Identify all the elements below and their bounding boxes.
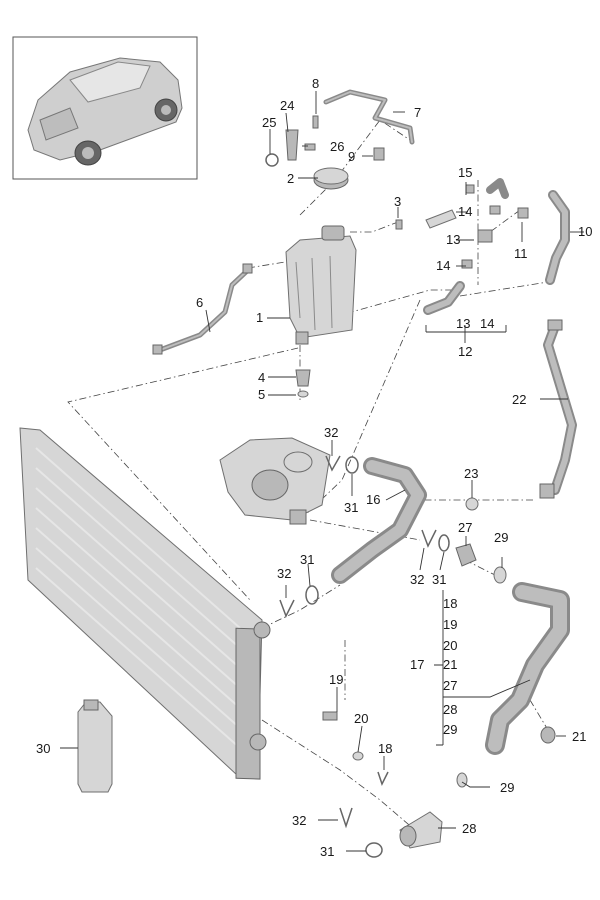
callout-22: 22	[512, 392, 526, 407]
callout-13: 13	[446, 232, 460, 247]
pipe-22[interactable]	[539, 319, 577, 499]
callout-2: 2	[287, 171, 294, 186]
callout-32-left: 32	[277, 566, 291, 581]
pipe-7[interactable]	[323, 89, 415, 145]
callout-31-left: 31	[300, 552, 314, 567]
clamp-29-b[interactable]	[456, 772, 468, 788]
callout-15: 15	[458, 165, 472, 180]
callout-18: 18	[378, 741, 392, 756]
callout-12: 12	[458, 344, 472, 359]
callout-3: 3	[394, 194, 401, 209]
clamp-29-a[interactable]	[493, 566, 507, 584]
o-ring-31-b[interactable]	[438, 534, 450, 552]
clip-32-d[interactable]	[339, 807, 353, 829]
coupling-13[interactable]	[477, 229, 493, 243]
group-17-item-20: 20	[443, 638, 457, 653]
group-17-item-21: 21	[443, 657, 457, 672]
radiator[interactable]	[19, 427, 271, 780]
callout-8: 8	[312, 76, 319, 91]
callout-13-group: 13	[456, 316, 470, 331]
clip-11[interactable]	[517, 207, 529, 219]
expansion-tank[interactable]	[285, 225, 357, 345]
screw-26[interactable]	[304, 143, 316, 151]
callout-19: 19	[329, 672, 343, 687]
clip-18[interactable]	[377, 771, 389, 786]
sensor-19[interactable]	[322, 711, 338, 721]
seal-20[interactable]	[352, 751, 364, 761]
clip-32-b[interactable]	[421, 529, 437, 548]
callout-21: 21	[572, 729, 586, 744]
o-ring-31-a[interactable]	[345, 456, 359, 474]
callout-24: 24	[280, 98, 294, 113]
callout-30: 30	[36, 741, 50, 756]
plug-3[interactable]	[395, 219, 403, 230]
clip-8[interactable]	[312, 115, 319, 129]
connector-15[interactable]	[465, 178, 509, 199]
vehicle-thumbnail[interactable]	[12, 36, 198, 180]
callout-16: 16	[366, 492, 380, 507]
callout-14-upper: 14	[458, 204, 472, 219]
sensor-4[interactable]	[295, 369, 311, 387]
group-17-item-19: 19	[443, 617, 457, 632]
callout-23: 23	[464, 466, 478, 481]
callout-31-thermostat: 31	[344, 500, 358, 515]
callout-5: 5	[258, 387, 265, 402]
cap-21[interactable]	[540, 726, 556, 744]
filter-13[interactable]	[425, 209, 457, 229]
callout-25: 25	[262, 115, 276, 130]
callout-32-bottom: 32	[292, 813, 306, 828]
clip-32-c[interactable]	[279, 599, 295, 618]
callout-7: 7	[414, 105, 421, 120]
callout-11: 11	[514, 246, 528, 261]
callout-26: 26	[330, 139, 344, 154]
callout-29-lower: 29	[500, 780, 514, 795]
callout-27: 27	[458, 520, 472, 535]
coolant-bottle-30[interactable]	[77, 699, 113, 793]
callout-17: 17	[410, 657, 424, 672]
hose-10[interactable]	[545, 190, 570, 285]
o-ring-25[interactable]	[265, 153, 279, 167]
callout-29-upper: 29	[494, 530, 508, 545]
suv-thumbnail-icon	[27, 57, 183, 166]
callout-10: 10	[578, 224, 592, 239]
callout-9: 9	[348, 149, 355, 164]
callout-14-group: 14	[480, 316, 494, 331]
leader-lines	[60, 91, 584, 852]
callout-31-middle: 31	[432, 572, 446, 587]
valve-24[interactable]	[285, 129, 299, 161]
callout-32-middle: 32	[410, 572, 424, 587]
callout-28: 28	[462, 821, 476, 836]
sensor-27[interactable]	[455, 543, 477, 567]
expansion-tank-cap[interactable]	[313, 167, 349, 190]
callout-1: 1	[256, 310, 263, 325]
hose-12[interactable]	[423, 281, 465, 315]
clamp-23[interactable]	[465, 497, 479, 511]
callout-20: 20	[354, 711, 368, 726]
group-17-item-28: 28	[443, 702, 457, 717]
o-ring-31-d[interactable]	[365, 842, 383, 858]
connector-28[interactable]	[399, 811, 443, 849]
group-17-item-27: 27	[443, 678, 457, 693]
clip-32-a[interactable]	[325, 455, 341, 472]
o-ring-31-c[interactable]	[305, 585, 319, 605]
clip-9[interactable]	[373, 147, 385, 161]
callout-4: 4	[258, 370, 265, 385]
callout-labels: 1 2 3 4 5 6 7 8 9 10 11 12 13 14 13 14 1…	[36, 76, 592, 859]
thermostat-housing[interactable]	[219, 437, 331, 525]
bleed-line-6[interactable]	[152, 263, 253, 355]
o-ring-5[interactable]	[297, 390, 309, 398]
hose-16[interactable]	[331, 457, 427, 584]
group-17-item-18: 18	[443, 596, 457, 611]
callout-32-thermostat: 32	[324, 425, 338, 440]
callout-14-lower: 14	[436, 258, 450, 273]
callout-31-bottom: 31	[320, 844, 334, 859]
group-17-item-29: 29	[443, 722, 457, 737]
callout-6: 6	[196, 295, 203, 310]
clip-14-b[interactable]	[461, 259, 473, 269]
clip-14-a[interactable]	[489, 205, 501, 215]
hose-17[interactable]	[485, 582, 570, 755]
